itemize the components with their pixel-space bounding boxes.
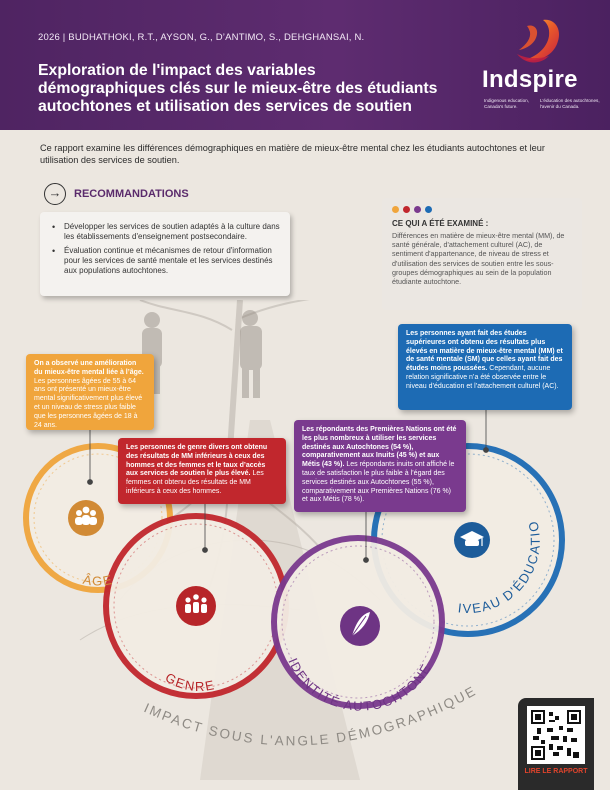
color-dots [392,206,572,213]
age-callout: On a observé une amélioration du mieux-ê… [26,354,154,430]
people-group-icon [75,506,97,525]
qr-code-icon[interactable] [527,706,585,764]
tagline-english: Indigenous education, Canada's future. [484,98,529,109]
dot-age [392,206,399,213]
identity-callout: Les répondants des Premières Nations ont… [294,420,466,512]
education-callout-bold: Les personnes ayant fait des études supé… [406,330,563,373]
walking-figures [142,310,262,398]
education-callout-text: Cependant, aucune relation significative… [406,365,559,390]
gender-callout-bold: Les personnes de genre divers ont obtenu… [126,444,268,478]
diverse-people-icon [185,594,207,613]
list-item: Développer les services de soutien adapt… [50,222,280,243]
feather-icon [351,612,370,637]
gender-callout: Les personnes de genre divers ont obtenu… [118,438,286,504]
indspire-logo-icon [517,19,560,63]
logo-wordmark: Indspire [482,66,578,93]
arrow-right-icon: → [44,183,66,205]
age-callout-bold: On a observé une amélioration du mieux-ê… [34,360,144,376]
header-banner: 2026 | BUDHATHOKI, R.T., AYSON, G., D’AN… [0,0,610,130]
recommendations-box: Développer les services de soutien adapt… [40,212,290,296]
dot-gender [403,206,410,213]
examined-body: Différences en matière de mieux-être men… [392,231,565,287]
identity-callout-text: Les répondants inuits ont affiché le tau… [302,461,455,504]
dot-education [425,206,432,213]
tagline-french: L'éducation des autochtones, l'avenir du… [540,98,600,109]
logo-tagline: Indigenous education, Canada's future. L… [484,98,604,109]
recommendations-title: RECOMMANDATIONS [74,188,189,200]
page-title: Exploration de l'impact des variables dé… [38,62,438,115]
gender-callout-text: Les femmes ont obtenu des résultats de M… [126,470,264,495]
read-report-link[interactable]: LIRE LE RAPPORT [524,768,588,775]
education-callout: Les personnes ayant fait des études supé… [398,324,572,410]
examined-box: CE QUI A ÉTÉ EXAMINÉ : Différences en ma… [382,198,582,310]
examined-label: CE QUI A ÉTÉ EXAMINÉ : [392,219,489,228]
intro-text: Ce rapport examine les différences démog… [40,143,545,165]
gender-circle [103,513,289,699]
age-callout-text: Les personnes âgées de 55 à 64 ans ont p… [34,377,143,429]
identity-circle [271,535,445,709]
connector-lines [87,410,489,563]
list-item: Évaluation continue et mécanismes de ret… [50,246,280,277]
publication-meta: 2026 | BUDHATHOKI, R.T., AYSON, G., D’AN… [38,32,365,43]
dot-identity [414,206,421,213]
identity-callout-bold: Les répondants des Premières Nations ont… [302,426,457,469]
recommendations-list: Développer les services de soutien adapt… [50,222,280,276]
graduation-cap-icon [460,531,484,546]
age-label: ÂGE [82,572,115,589]
